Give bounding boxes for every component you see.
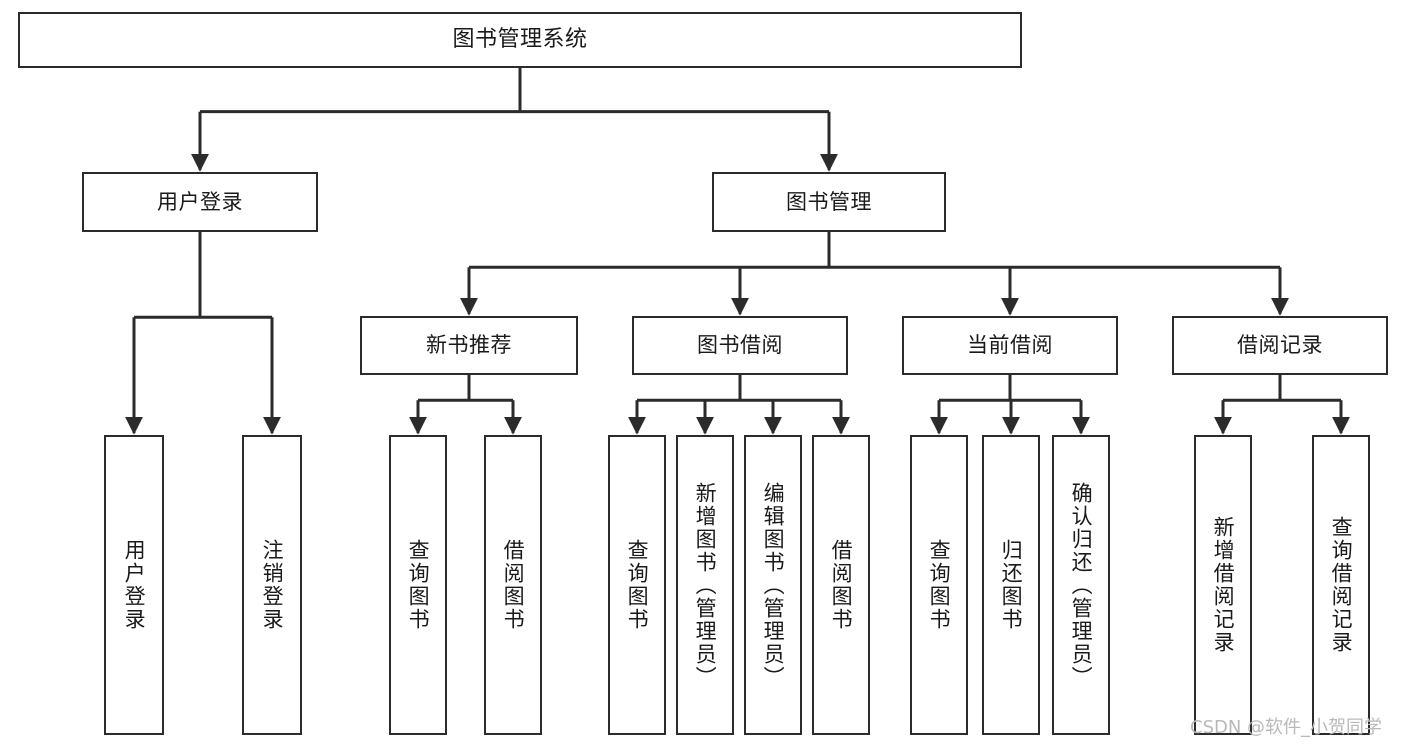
node-bookmgmt[interactable]: 图书管理: [712, 172, 946, 232]
node-label: 借阅记录: [1237, 333, 1323, 358]
node-label: 新书推荐: [426, 333, 512, 358]
node-records[interactable]: 借阅记录: [1172, 316, 1388, 375]
node-label: 注销登录: [260, 539, 285, 631]
node-label: 图书借阅: [697, 333, 783, 358]
node-l-borrow2[interactable]: 借阅图书: [812, 435, 870, 735]
node-l-borrow1[interactable]: 借阅图书: [484, 435, 542, 735]
node-l-query2[interactable]: 查询图书: [608, 435, 666, 735]
node-label: 借阅图书: [829, 539, 854, 631]
node-label: 查询图书: [625, 539, 650, 631]
node-l-return[interactable]: 归还图书: [982, 435, 1040, 735]
node-l-login[interactable]: 用户登录: [104, 435, 164, 735]
node-label: 编辑图书（管理员）: [761, 481, 786, 689]
node-label: 新增图书（管理员）: [693, 481, 718, 689]
node-label: 图书管理: [786, 189, 872, 214]
node-root[interactable]: 图书管理系统: [18, 12, 1022, 68]
node-l-logout[interactable]: 注销登录: [242, 435, 302, 735]
node-l-queryrec[interactable]: 查询借阅记录: [1312, 435, 1370, 735]
node-current[interactable]: 当前借阅: [902, 316, 1118, 375]
node-l-query3[interactable]: 查询图书: [910, 435, 968, 735]
watermark-text: CSDN @软件_小贺同学: [1190, 717, 1383, 738]
node-label: 新增借阅记录: [1211, 516, 1236, 654]
node-login[interactable]: 用户登录: [82, 172, 318, 232]
node-label: 用户登录: [157, 189, 243, 214]
node-label: 当前借阅: [967, 333, 1053, 358]
node-label: 用户登录: [122, 539, 147, 631]
node-newbook[interactable]: 新书推荐: [360, 316, 578, 375]
node-label: 确认归还（管理员）: [1069, 481, 1094, 689]
node-label: 查询图书: [927, 539, 952, 631]
node-l-query1[interactable]: 查询图书: [389, 435, 447, 735]
node-label: 查询借阅记录: [1329, 516, 1354, 654]
node-label: 归还图书: [999, 539, 1024, 631]
node-l-addrec[interactable]: 新增借阅记录: [1194, 435, 1252, 735]
node-label: 查询图书: [406, 539, 431, 631]
node-l-confirm[interactable]: 确认归还（管理员）: [1052, 435, 1110, 735]
node-l-edit[interactable]: 编辑图书（管理员）: [744, 435, 802, 735]
node-borrow[interactable]: 图书借阅: [632, 316, 848, 375]
node-l-add[interactable]: 新增图书（管理员）: [676, 435, 734, 735]
node-label: 图书管理系统: [452, 27, 588, 53]
node-label: 借阅图书: [501, 539, 526, 631]
